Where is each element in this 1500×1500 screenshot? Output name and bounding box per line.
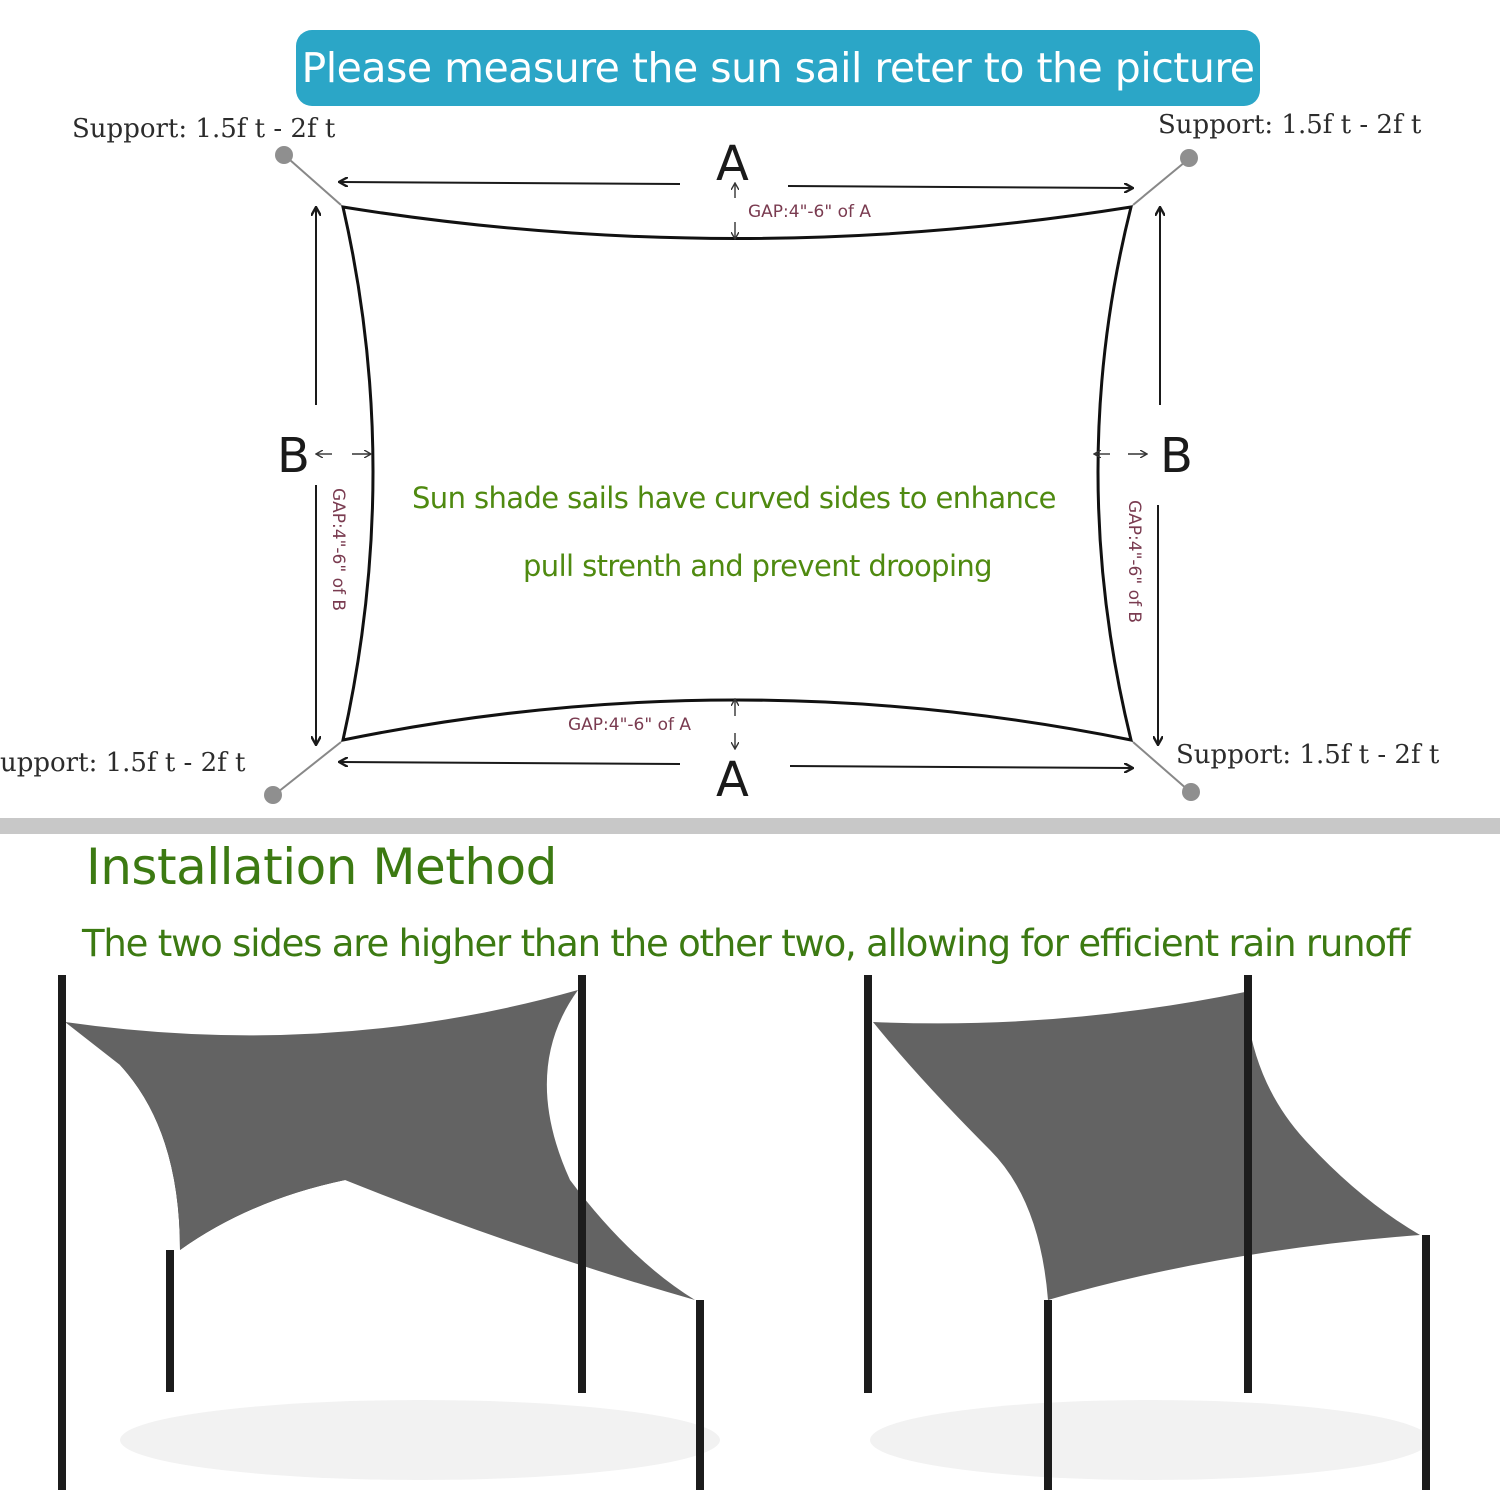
section-divider — [0, 818, 1500, 834]
gap-label-left: GAP:4"-6" of B — [328, 488, 348, 612]
support-pole — [1244, 975, 1252, 1393]
support-post-bottom-left — [264, 786, 282, 804]
dim-a-bottom-right-arrow — [789, 766, 1132, 768]
dim-a-top-left-arrow — [340, 182, 681, 184]
installation-description: The two sides are higher than the other … — [82, 922, 1411, 965]
dim-a-top-right-arrow — [787, 186, 1132, 188]
support-label-bottom-left: upport: 1.5f t - 2f t — [0, 748, 246, 778]
measure-banner: Please measure the sun sail reter to the… — [296, 30, 1260, 106]
support-post-top-left — [275, 146, 293, 164]
dimension-a-top: A — [716, 136, 749, 192]
support-pole — [1422, 1235, 1430, 1490]
support-label-bottom-right: Support: 1.5f t - 2f t — [1176, 740, 1440, 770]
dimension-a-bottom: A — [716, 752, 749, 808]
support-pole — [1044, 1300, 1052, 1490]
support-pole — [166, 1250, 174, 1392]
support-label-top-right: Support: 1.5f t - 2f t — [1158, 110, 1422, 140]
installation-example-right — [864, 975, 1430, 1490]
support-post-top-right — [1180, 149, 1198, 167]
support-lines — [277, 159, 1189, 793]
curved-sides-note-line-1: Sun shade sails have curved sides to enh… — [412, 481, 1057, 515]
sail-panel-left — [65, 990, 695, 1300]
gap-label-bottom: GAP:4"-6" of A — [568, 715, 692, 735]
installation-title: Installation Method — [86, 838, 557, 896]
support-pole — [864, 975, 872, 1393]
dimension-b-left: B — [277, 428, 310, 484]
support-label-top-left: Support: 1.5f t - 2f t — [72, 114, 336, 144]
dimension-b-right: B — [1160, 428, 1193, 484]
sail-panel-right — [873, 992, 1420, 1300]
dim-a-bottom-left-arrow — [340, 762, 681, 764]
sail-outline — [341, 205, 1134, 742]
sail-measurement-diagram — [264, 146, 1200, 804]
banner-text: Please measure the sun sail reter to the… — [301, 44, 1256, 92]
gap-label-right: GAP:4"-6" of B — [1124, 500, 1144, 624]
support-pole — [578, 975, 586, 1393]
support-post-bottom-right — [1182, 783, 1200, 801]
installation-example-left — [58, 975, 720, 1490]
curved-sides-note-line-2: pull strenth and prevent drooping — [523, 549, 993, 583]
support-pole — [696, 1300, 704, 1490]
installation-illustrations — [58, 975, 1430, 1490]
gap-label-top: GAP:4"-6" of A — [748, 202, 872, 222]
support-pole — [58, 975, 66, 1490]
